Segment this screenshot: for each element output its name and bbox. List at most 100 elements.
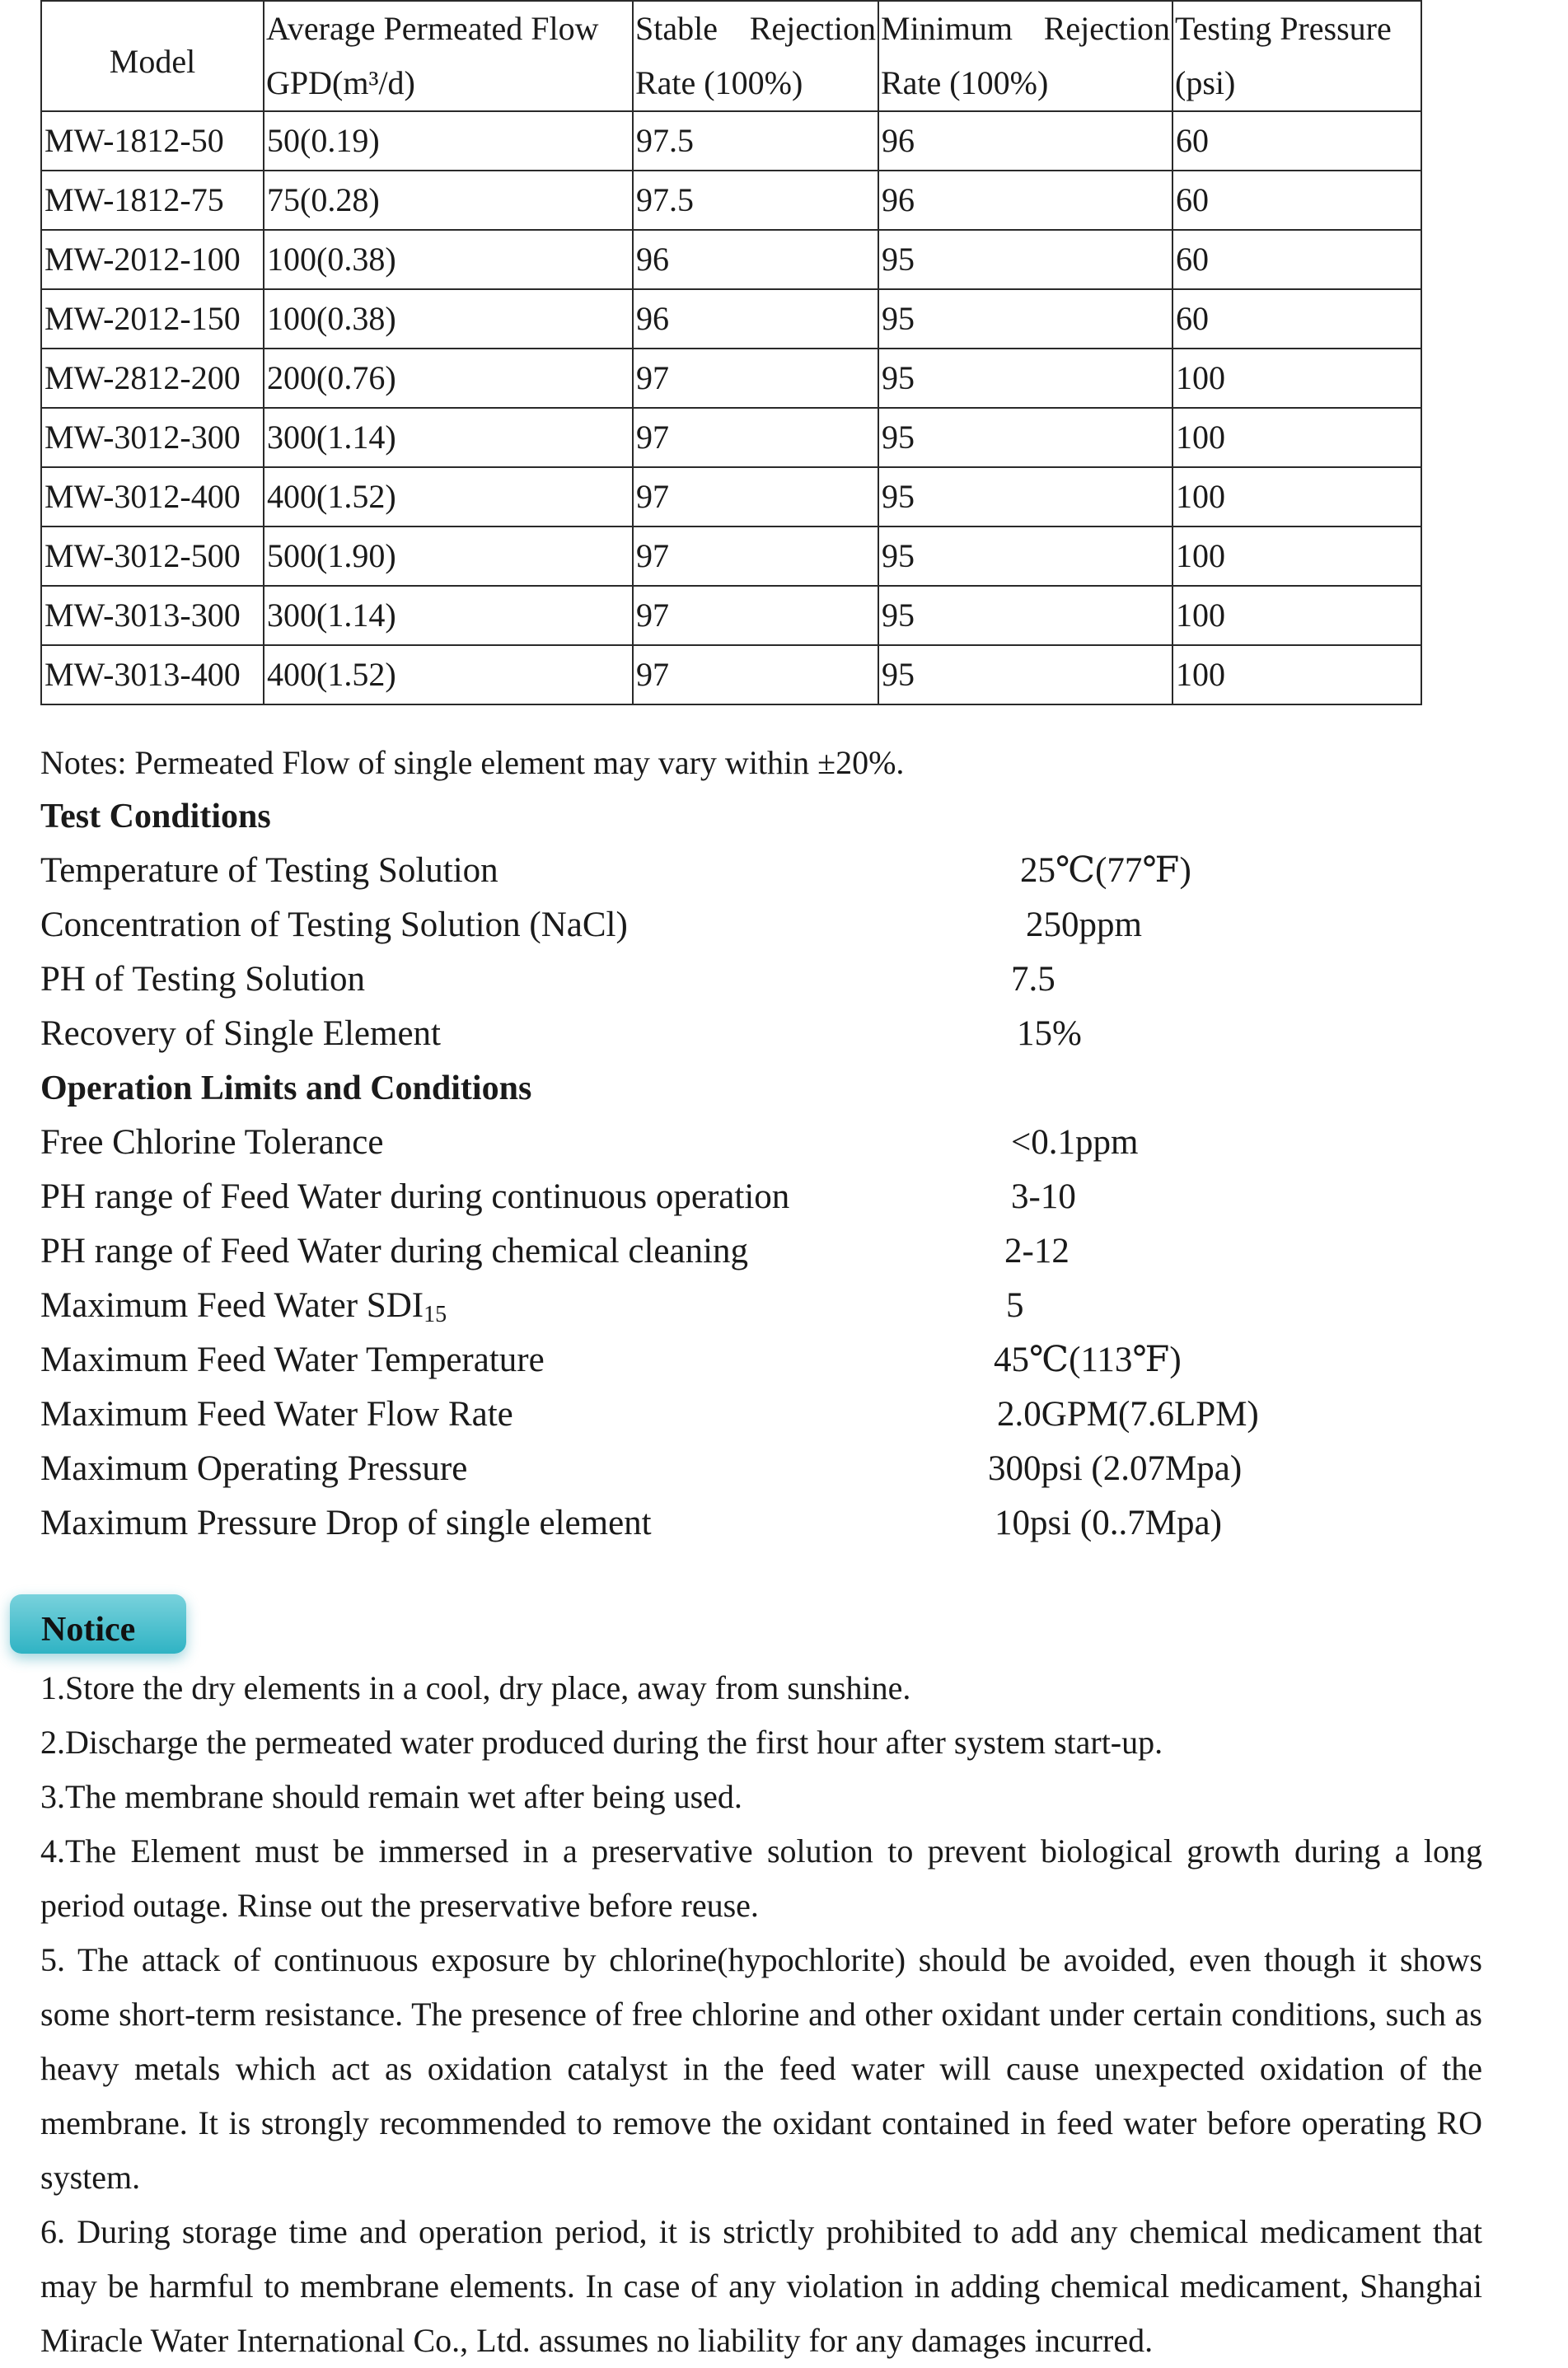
notice-item: 4.The Element must be immersed in a pres… bbox=[40, 1832, 1482, 1924]
cell-minimum: 96 bbox=[878, 110, 1173, 171]
limit-value: 300psi (2.07Mpa) bbox=[988, 1449, 1243, 1488]
cell-model: MW-3012-400 bbox=[40, 466, 264, 527]
cell-flow: 75(0.28) bbox=[263, 170, 634, 231]
condition-value: 250ppm bbox=[1026, 906, 1142, 944]
notice-list: 1.Store the dry elements in a cool, dry … bbox=[40, 1661, 1482, 2368]
cell-pressure: 100 bbox=[1172, 585, 1422, 646]
limit-value: 45℃(113℉) bbox=[994, 1341, 1182, 1379]
cell-pressure: 60 bbox=[1172, 170, 1422, 231]
limit-label: Maximum Operating Pressure bbox=[40, 1449, 468, 1488]
limit-value: <0.1ppm bbox=[1011, 1123, 1139, 1162]
cell-minimum: 95 bbox=[878, 526, 1173, 587]
cell-model: MW-1812-75 bbox=[40, 170, 264, 231]
limit-value: 10psi (0..7Mpa) bbox=[995, 1504, 1222, 1542]
cell-flow: 50(0.19) bbox=[263, 110, 634, 171]
table-header-row: Model Average Permeated Flow GPD(m³/d) S… bbox=[40, 0, 1422, 112]
cell-pressure: 60 bbox=[1172, 110, 1422, 171]
limit-value: 2.0GPM(7.6LPM) bbox=[997, 1395, 1259, 1434]
cell-pressure: 100 bbox=[1172, 407, 1422, 468]
test-conditions-heading: Test Conditions bbox=[40, 798, 271, 835]
cell-flow: 200(0.76) bbox=[263, 348, 634, 409]
table-notes: Notes: Permeated Flow of single element … bbox=[40, 744, 905, 781]
cell-model: MW-3012-500 bbox=[40, 526, 264, 587]
limit-label: PH range of Feed Water during continuous… bbox=[40, 1177, 790, 1216]
condition-value: 25℃(77℉) bbox=[1020, 851, 1191, 890]
limit-label-sdi: Maximum Feed Water SDI15 bbox=[40, 1286, 447, 1327]
condition-value: 7.5 bbox=[1011, 960, 1055, 999]
cell-model: MW-3013-400 bbox=[40, 644, 264, 705]
table-row: MW-2812-200 200(0.76) 97 95 100 bbox=[40, 348, 1422, 409]
notice-item: 5. The attack of continuous exposure by … bbox=[40, 1941, 1482, 2196]
table-row: MW-1812-50 50(0.19) 97.5 96 60 bbox=[40, 110, 1422, 171]
table-row: MW-2012-100 100(0.38) 96 95 60 bbox=[40, 229, 1422, 290]
limit-value: 2-12 bbox=[1004, 1232, 1070, 1271]
header-testing-pressure: Testing Pressure (psi) bbox=[1172, 0, 1422, 112]
cell-flow: 100(0.38) bbox=[263, 288, 634, 349]
limit-label: Maximum Feed Water Temperature bbox=[40, 1341, 545, 1379]
cell-model: MW-2812-200 bbox=[40, 348, 264, 409]
cell-minimum: 95 bbox=[878, 644, 1173, 705]
cell-pressure: 100 bbox=[1172, 348, 1422, 409]
condition-label: Temperature of Testing Solution bbox=[40, 851, 498, 890]
cell-flow: 400(1.52) bbox=[263, 466, 634, 527]
limit-label: PH range of Feed Water during chemical c… bbox=[40, 1232, 749, 1271]
cell-model: MW-3012-300 bbox=[40, 407, 264, 468]
cell-minimum: 95 bbox=[878, 229, 1173, 290]
notice-title: Notice bbox=[41, 1611, 136, 1649]
condition-value: 15% bbox=[1017, 1014, 1082, 1053]
cell-minimum: 95 bbox=[878, 466, 1173, 527]
cell-stable: 97 bbox=[632, 526, 879, 587]
cell-stable: 97 bbox=[632, 644, 879, 705]
cell-stable: 97.5 bbox=[632, 110, 879, 171]
cell-flow: 400(1.52) bbox=[263, 644, 634, 705]
limit-label: Maximum Pressure Drop of single element bbox=[40, 1504, 652, 1542]
cell-pressure: 60 bbox=[1172, 288, 1422, 349]
header-model: Model bbox=[40, 0, 264, 112]
table-row: MW-3012-400 400(1.52) 97 95 100 bbox=[40, 466, 1422, 527]
cell-minimum: 96 bbox=[878, 170, 1173, 231]
header-flow: Average Permeated Flow GPD(m³/d) bbox=[263, 0, 634, 112]
specification-table: Model Average Permeated Flow GPD(m³/d) S… bbox=[40, 0, 1422, 705]
table-row: MW-2012-150 100(0.38) 96 95 60 bbox=[40, 288, 1422, 349]
condition-label: PH of Testing Solution bbox=[40, 960, 365, 999]
table-row: MW-1812-75 75(0.28) 97.5 96 60 bbox=[40, 170, 1422, 231]
cell-model: MW-3013-300 bbox=[40, 585, 264, 646]
cell-flow: 100(0.38) bbox=[263, 229, 634, 290]
cell-stable: 97 bbox=[632, 348, 879, 409]
cell-pressure: 100 bbox=[1172, 644, 1422, 705]
condition-label: Concentration of Testing Solution (NaCl) bbox=[40, 906, 628, 944]
notice-item: 3.The membrane should remain wet after b… bbox=[40, 1778, 742, 1815]
cell-minimum: 95 bbox=[878, 288, 1173, 349]
cell-flow: 300(1.14) bbox=[263, 585, 634, 646]
cell-stable: 96 bbox=[632, 288, 879, 349]
cell-stable: 97 bbox=[632, 585, 879, 646]
cell-flow: 500(1.90) bbox=[263, 526, 634, 587]
table-row: MW-3012-500 500(1.90) 97 95 100 bbox=[40, 526, 1422, 587]
notice-item: 6. During storage time and operation per… bbox=[40, 2213, 1482, 2359]
cell-minimum: 95 bbox=[878, 585, 1173, 646]
cell-stable: 96 bbox=[632, 229, 879, 290]
cell-flow: 300(1.14) bbox=[263, 407, 634, 468]
limit-label: Maximum Feed Water Flow Rate bbox=[40, 1395, 513, 1434]
condition-label: Recovery of Single Element bbox=[40, 1014, 441, 1053]
notice-badge: Notice bbox=[10, 1594, 186, 1654]
notice-item: 2.Discharge the permeated water produced… bbox=[40, 1724, 1163, 1761]
header-stable-rejection: Stable Rejection Rate (100%) bbox=[632, 0, 879, 112]
operation-limits-heading: Operation Limits and Conditions bbox=[40, 1069, 532, 1107]
table-row: MW-3013-400 400(1.52) 97 95 100 bbox=[40, 644, 1422, 705]
limit-label: Free Chlorine Tolerance bbox=[40, 1123, 384, 1162]
cell-stable: 97.5 bbox=[632, 170, 879, 231]
cell-model: MW-1812-50 bbox=[40, 110, 264, 171]
sdi-subscript: 15 bbox=[424, 1302, 447, 1327]
cell-minimum: 95 bbox=[878, 407, 1173, 468]
header-minimum-rejection: Minimum Rejection Rate (100%) bbox=[878, 0, 1173, 112]
limit-value: 3-10 bbox=[1011, 1177, 1076, 1216]
cell-minimum: 95 bbox=[878, 348, 1173, 409]
cell-pressure: 100 bbox=[1172, 466, 1422, 527]
cell-pressure: 60 bbox=[1172, 229, 1422, 290]
limit-value: 5 bbox=[1006, 1286, 1024, 1325]
cell-model: MW-2012-150 bbox=[40, 288, 264, 349]
cell-stable: 97 bbox=[632, 407, 879, 468]
cell-stable: 97 bbox=[632, 466, 879, 527]
